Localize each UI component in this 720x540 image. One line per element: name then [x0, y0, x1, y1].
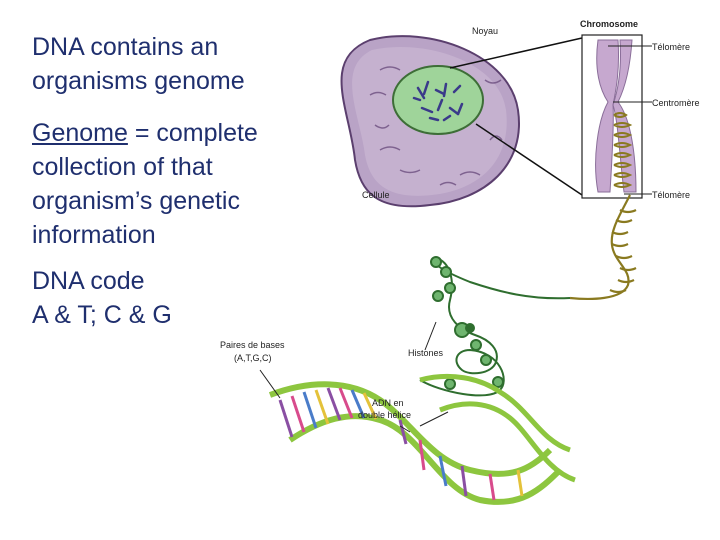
- label-paires-letters: (A,T,G,C): [234, 353, 272, 363]
- label-telomere-bottom: Télomère: [652, 190, 690, 200]
- label-adn-en: ADN en: [372, 398, 404, 408]
- cell-illustration: [342, 36, 519, 206]
- genome-term: Genome: [32, 119, 128, 147]
- label-telomere-top: Télomère: [652, 42, 690, 52]
- nucleus: [393, 66, 483, 134]
- label-cellule: Cellule: [362, 190, 390, 200]
- label-centromere: Centromère: [652, 98, 700, 108]
- label-paires-de-bases: Paires de bases: [220, 340, 285, 350]
- label-histones: Histones: [408, 348, 444, 358]
- dna-double-helix: [270, 376, 575, 502]
- chromatin-coil: [570, 195, 636, 299]
- label-noyau: Noyau: [472, 26, 498, 36]
- dna-structure-diagram: Noyau Chromosome Télomère Centromère Tél…: [200, 0, 720, 540]
- label-double-helice: double hélice: [358, 410, 411, 420]
- label-chromosome: Chromosome: [580, 19, 638, 29]
